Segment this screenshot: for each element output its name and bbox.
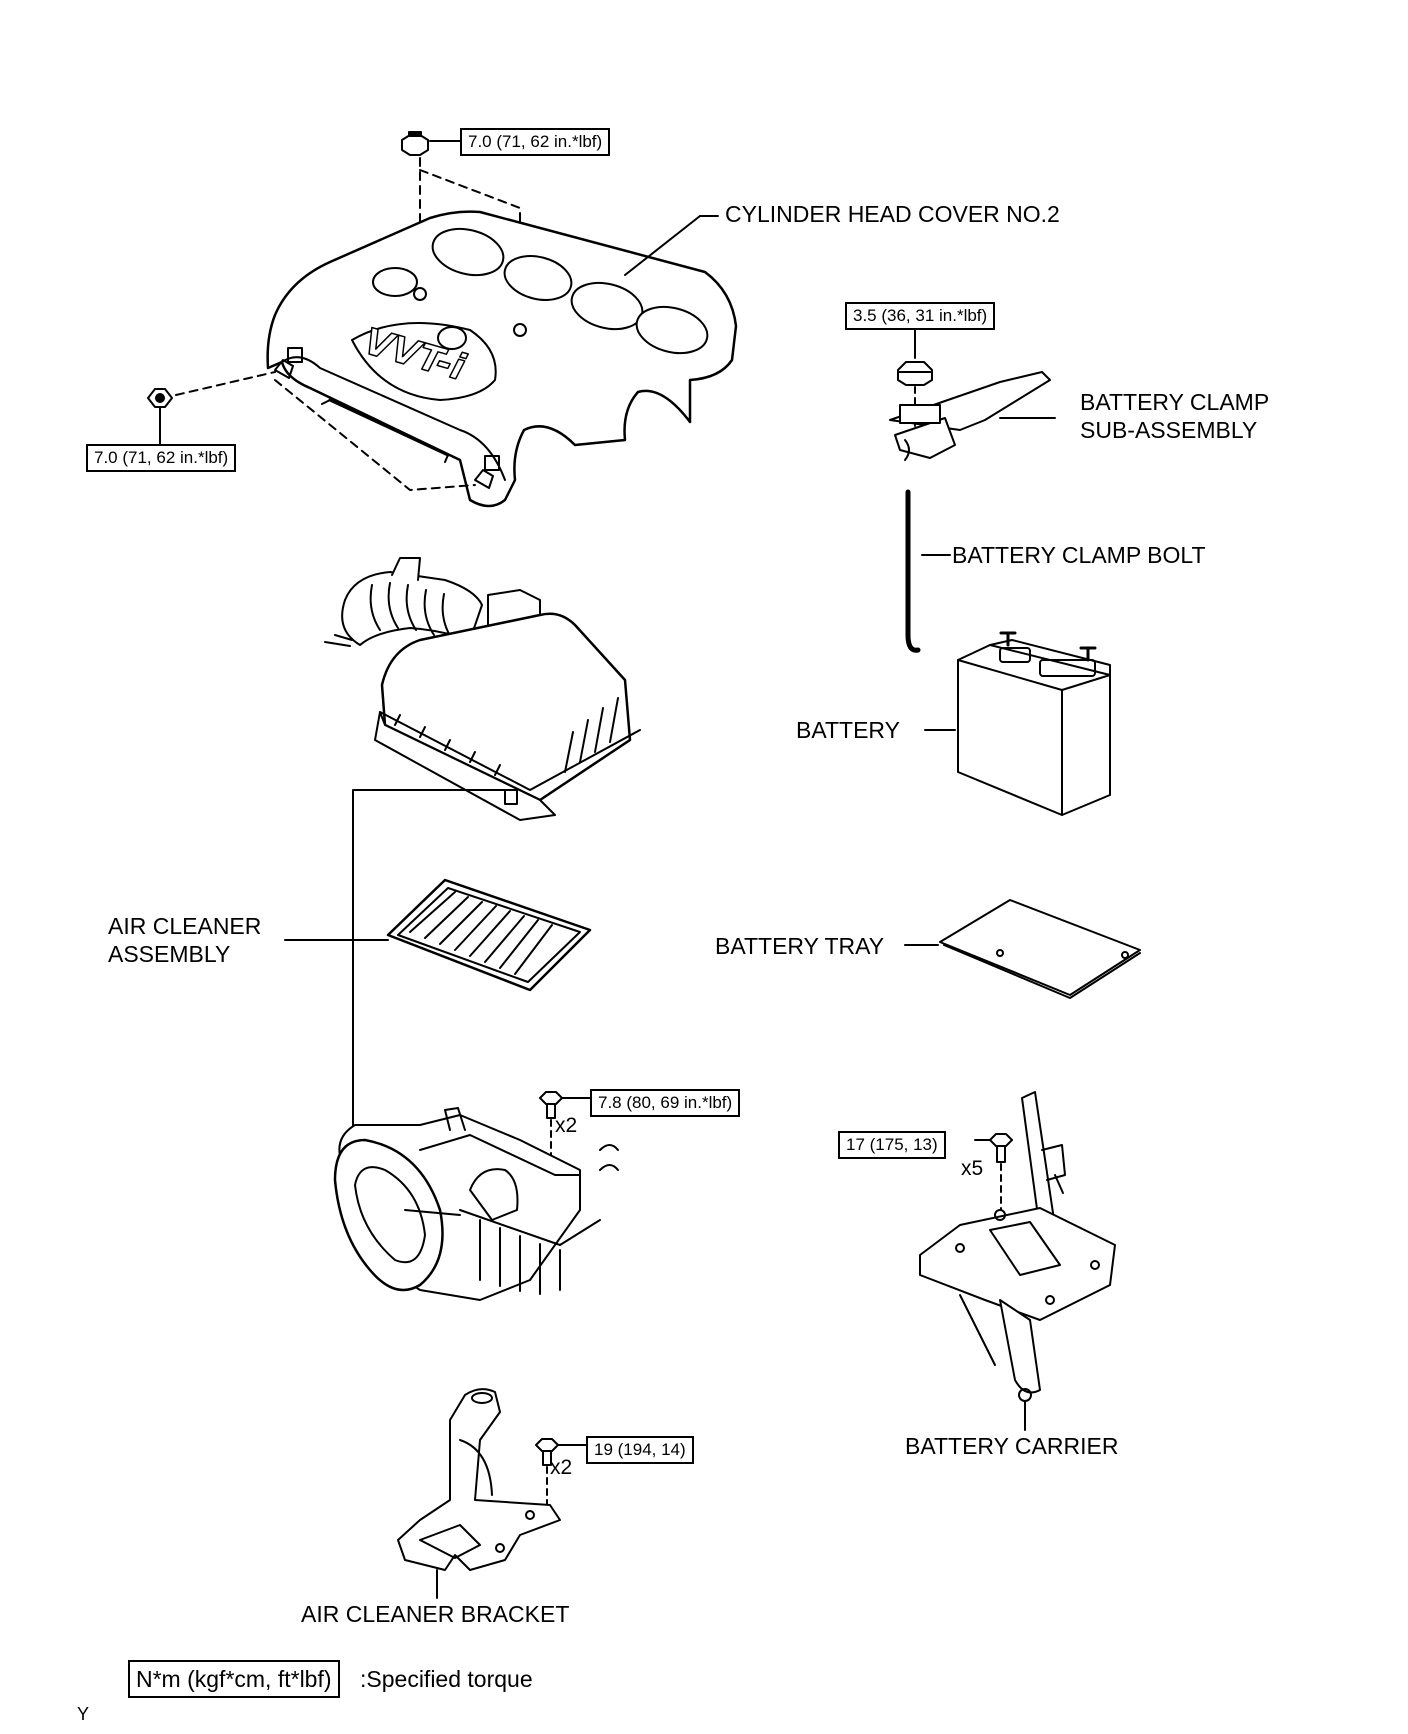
air-cleaner-bracket-drawing — [397, 1388, 587, 1599]
label-battery-clamp-line2: SUB-ASSEMBLY — [1080, 417, 1258, 443]
battery-clamp-drawing — [889, 329, 1056, 461]
battery-tray-drawing — [904, 899, 1141, 999]
air-cleaner-case-drawing — [333, 1091, 619, 1301]
label-battery: BATTERY — [796, 717, 900, 743]
label-air-cleaner-bracket: AIR CLEANER BRACKET — [301, 1601, 570, 1627]
qty-battery-carrier: x5 — [961, 1157, 984, 1180]
torque-spec-air-cleaner-case: 7.8 (80, 69 in.*lbf) — [590, 1089, 741, 1117]
battery-clamp-bolt-drawing — [905, 489, 951, 653]
corner-mark: Y — [77, 1704, 90, 1724]
legend-unit-box: N*m (kgf*cm, ft*lbf) — [128, 1660, 340, 1698]
torque-spec-battery-clamp: 3.5 (36, 31 in.*lbf) — [845, 302, 996, 330]
battery-drawing — [924, 631, 1111, 816]
battery-clamp-nut-icon — [897, 361, 933, 386]
label-battery-carrier: BATTERY CARRIER — [905, 1433, 1119, 1459]
air-filter-drawing — [284, 878, 592, 992]
carrier-bolt-icon — [989, 1133, 1013, 1163]
label-battery-tray: BATTERY TRAY — [715, 933, 885, 959]
label-cylinder-head-cover: CYLINDER HEAD COVER NO.2 — [725, 201, 1060, 227]
legend-description: :Specified torque — [360, 1666, 533, 1692]
label-battery-clamp-line1: BATTERY CLAMP — [1080, 389, 1270, 415]
torque-spec-cover-left: 7.0 (71, 62 in.*lbf) — [86, 444, 237, 472]
label-battery-clamp-bolt: BATTERY CLAMP BOLT — [952, 542, 1206, 568]
cover-top-nut-icon — [401, 131, 429, 156]
air-cleaner-upper-drawing — [324, 557, 641, 821]
battery-carrier-drawing — [919, 1091, 1116, 1431]
torque-spec-bracket: 19 (194, 14) — [586, 1436, 694, 1464]
cover-left-nut-icon — [147, 388, 173, 408]
qty-air-cleaner-case: x2 — [555, 1114, 578, 1137]
label-air-cleaner-line1: AIR CLEANER — [108, 913, 262, 939]
cylinder-head-cover-drawing: VVT-i — [147, 131, 738, 508]
qty-bracket: x2 — [550, 1456, 573, 1479]
torque-spec-battery-carrier: 17 (175, 13) — [838, 1131, 946, 1159]
label-air-cleaner-line2: ASSEMBLY — [108, 941, 231, 967]
torque-spec-cover-top: 7.0 (71, 62 in.*lbf) — [460, 128, 611, 156]
